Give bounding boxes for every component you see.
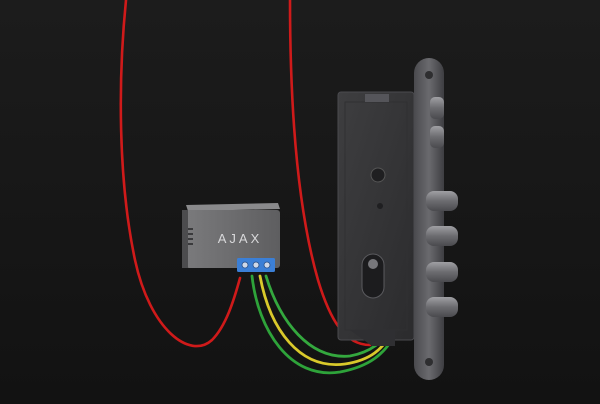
lock-body (337, 91, 415, 341)
lock-screw-hole (377, 203, 383, 209)
lock-bolts (426, 97, 458, 317)
mortise-lock (337, 58, 458, 380)
terminal-screws (241, 261, 271, 269)
relay-vents (188, 228, 193, 245)
lock-spindle-hole (370, 167, 386, 183)
faceplate-screw-top (425, 71, 433, 79)
bolt-1 (430, 97, 444, 119)
yellow-wire-1 (258, 274, 392, 366)
green-wire-1 (250, 274, 394, 375)
bolt-3 (426, 191, 458, 211)
relay-brand-logo: AJAX (218, 231, 263, 246)
relay-module: AJAX (182, 203, 280, 272)
cylinder-slot (361, 253, 385, 299)
bolt-4 (426, 226, 458, 246)
lock-bottom-mount (350, 330, 395, 346)
bolt-5 (426, 262, 458, 282)
bolt-2 (430, 126, 444, 148)
relay-side (182, 210, 188, 268)
lock-top-tab (365, 94, 389, 102)
faceplate-screw-bottom (425, 358, 433, 366)
bolt-6 (426, 297, 458, 317)
relay-face (186, 210, 280, 268)
relay-top (186, 203, 280, 211)
red-wire-left (119, 0, 242, 348)
